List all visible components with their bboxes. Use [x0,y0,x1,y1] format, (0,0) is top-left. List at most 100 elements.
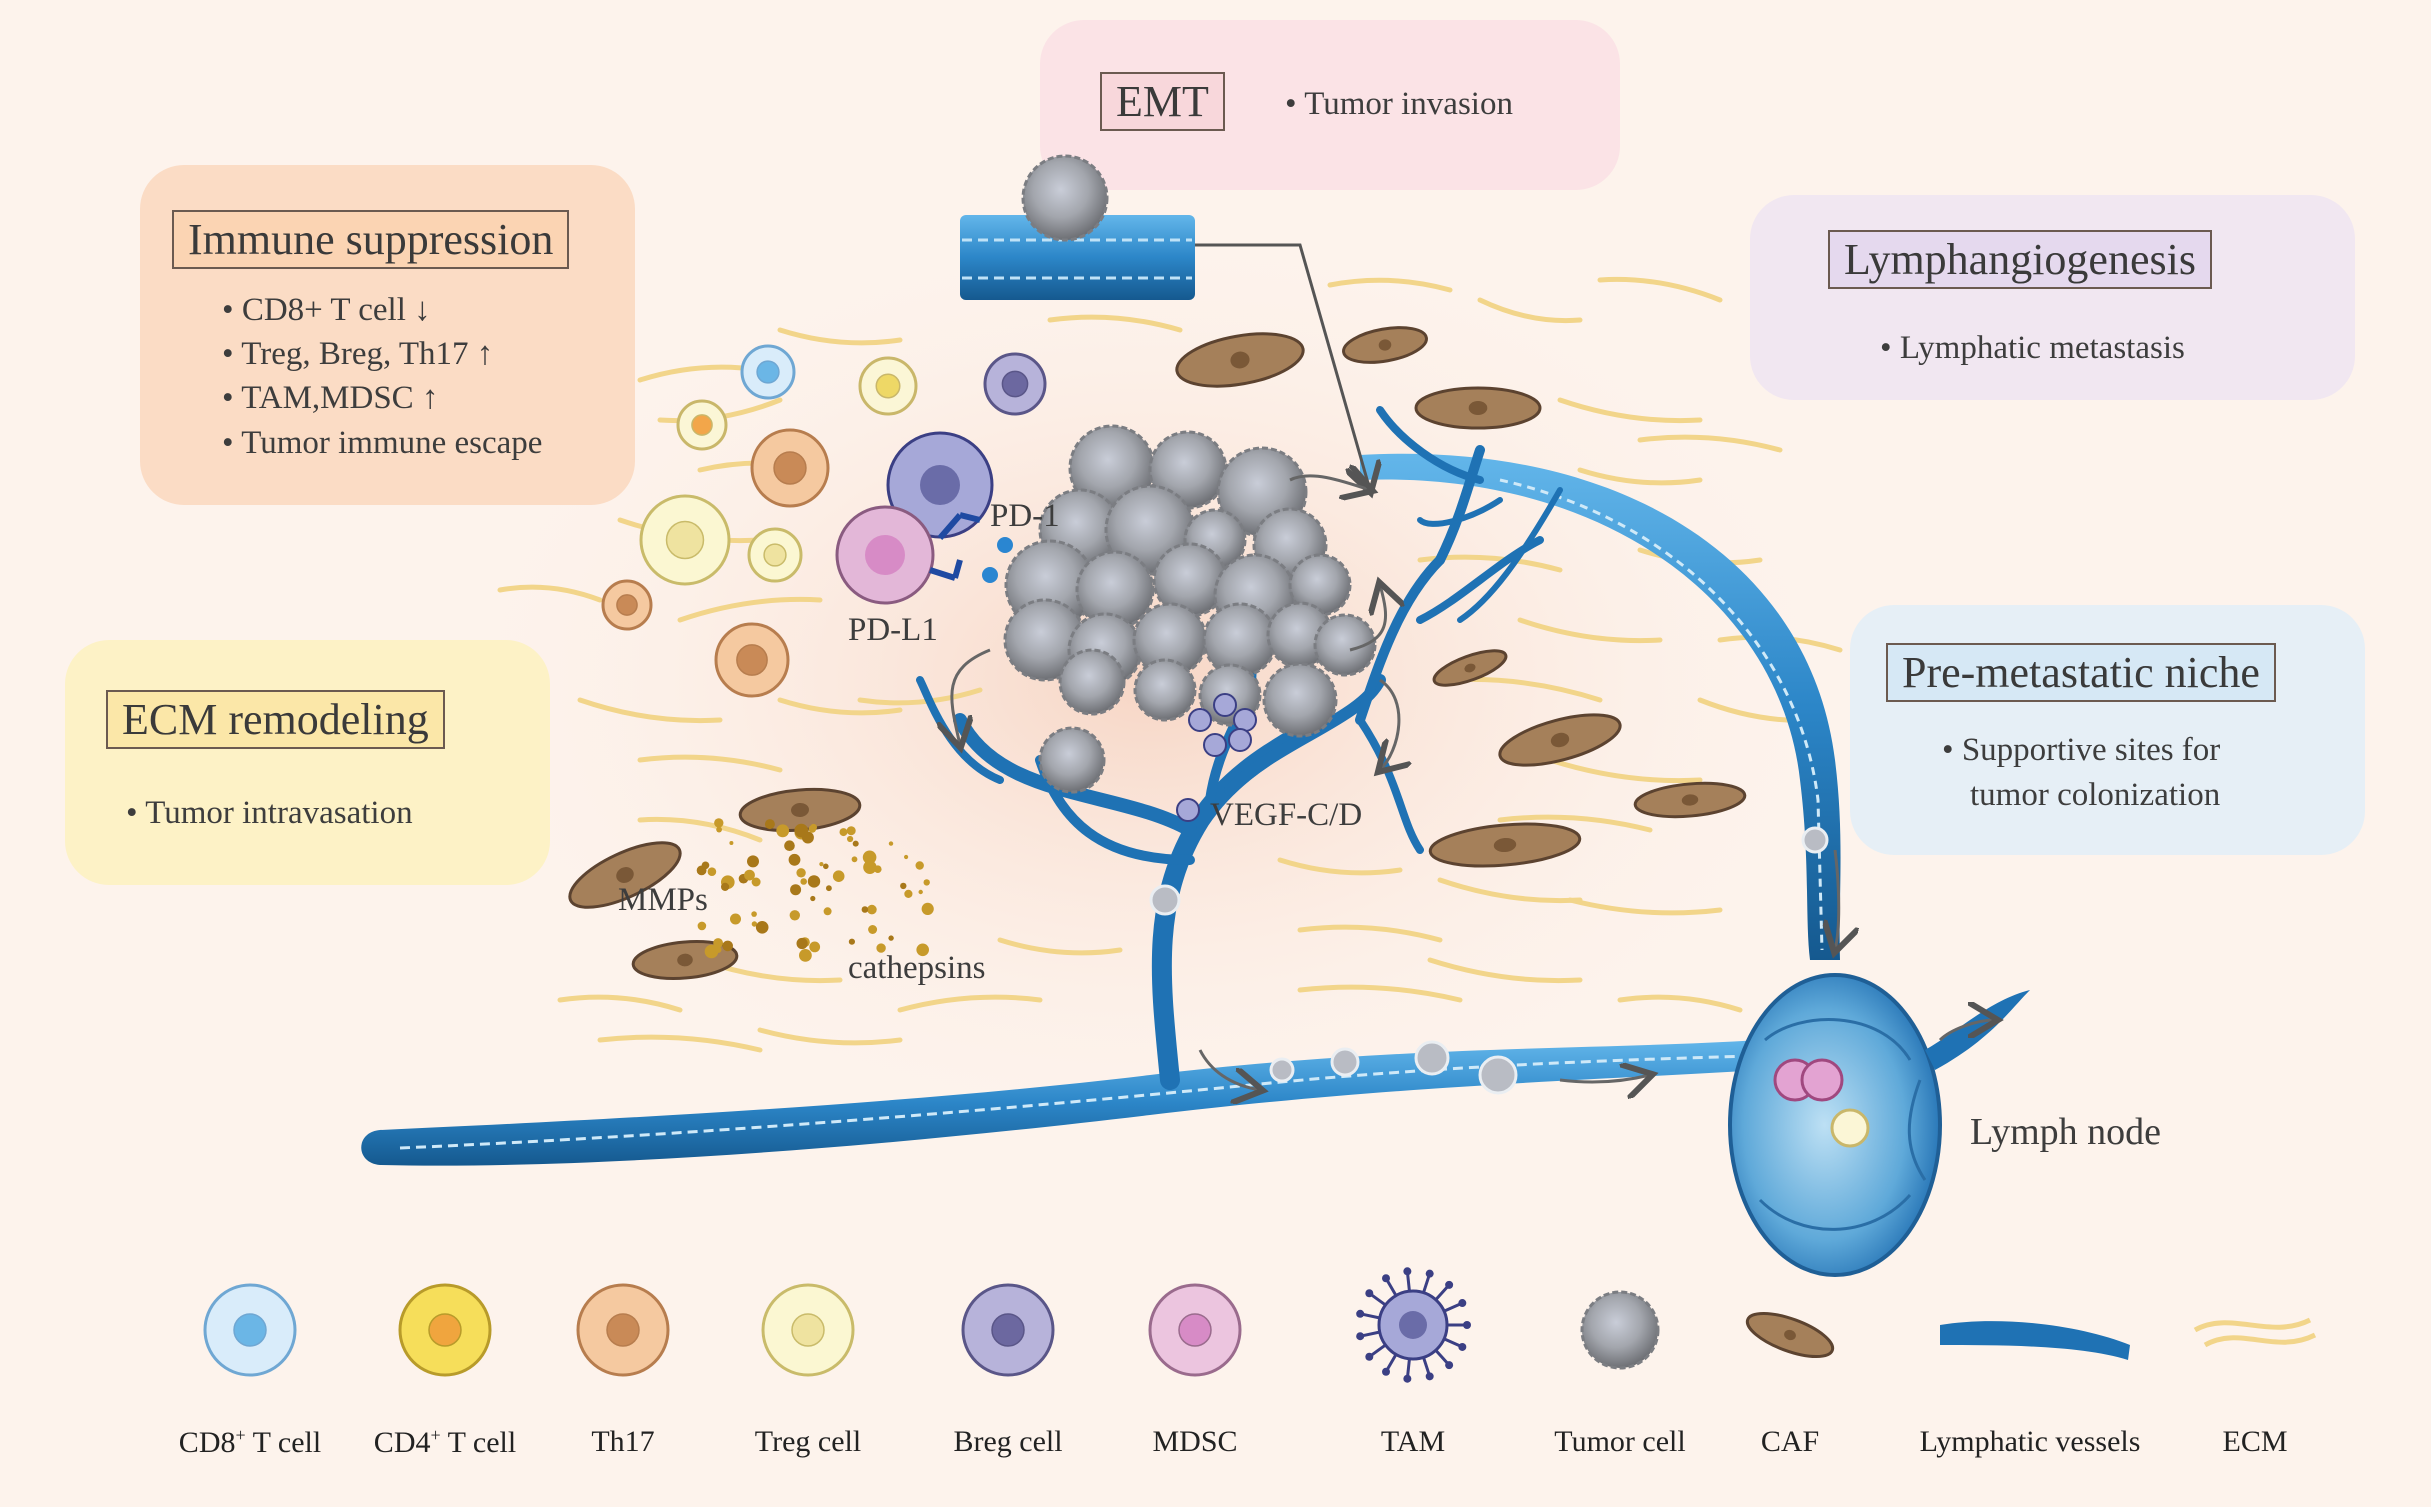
caf-cell [1633,781,1747,819]
mmp-particle [852,840,859,847]
ecm-fibers [497,276,1843,1053]
mmp-particle [809,941,821,953]
mmp-particle [888,841,894,846]
caf-cells [568,326,1747,980]
ecm-fiber [1297,984,1463,1003]
tam-small [1188,708,1212,732]
ecm-fiber [1477,297,1583,324]
ecm-fiber [1047,314,1183,333]
niche-bullet-0: • Supportive sites for [1942,732,2221,768]
mmp-particle [715,946,722,953]
tumor-cell [1038,726,1106,794]
treg-cell [747,527,803,583]
caf-cell [1342,326,1428,364]
vegf-label: VEGF-C/D [1210,797,1363,833]
ecm-fiber [777,697,903,716]
mmp-particle [799,949,812,962]
ecm-fiber [757,1027,903,1046]
caf-cell [1414,386,1542,430]
legend-cd8-icon [203,1283,297,1377]
mmp-particle [861,906,869,913]
treg-cell [858,356,918,416]
treg-in-node [1830,1108,1870,1148]
mmp-particle [915,861,924,870]
legend-label: MDSC [1152,1425,1238,1458]
immune-cells [601,344,1047,698]
legend-label: Th17 [591,1425,655,1458]
mmp-particle [721,882,730,892]
ecm-fiber [1637,434,1783,453]
legend-label: CD8+ T cell [178,1425,322,1459]
mmp-particle [904,854,909,860]
mmp-particle [751,921,758,927]
mmp-particle [819,862,824,867]
tam-cell [886,431,994,539]
ecm-fiber [1547,757,1703,784]
ecm-fiber [1297,924,1443,943]
mmp-particle [722,940,733,952]
legend-label: Tumor cell [1554,1425,1686,1458]
cd4-t-cell [676,399,728,451]
niche-title: Pre-metastatic niche [1886,643,2276,702]
mmp-particle [729,841,734,845]
mmp-particle [916,943,929,957]
emt-panel [1040,20,1620,190]
tumor-cell [1313,613,1377,677]
ecm-fiber [637,816,763,843]
ecm-fiber [557,994,683,1013]
th17-cell [750,428,830,508]
lymph-title: Lymphangiogenesis [1828,230,2212,289]
ecm-fiber [1427,957,1583,984]
mmps-label: MMPs [618,882,708,918]
mmp-particle [918,889,923,895]
treg-cell [639,494,731,586]
mdsc-in-node [1800,1058,1844,1102]
mmp-particle [796,868,806,878]
mmp-particle [794,823,809,838]
emt-bullet-0: • Tumor invasion [1285,86,1513,122]
ecm-fiber [997,937,1123,956]
pd1-label: PD-1 [990,498,1060,534]
mmp-particle [747,855,759,868]
circulating-tumor-cell [1330,1047,1360,1077]
lymph-bullet-0: • Lymphatic metastasis [1880,330,2185,366]
circulating-tumor-cell [1478,1055,1518,1095]
ecm-fiber [1517,617,1663,644]
lymph-node-label: Lymph node [1970,1111,2162,1153]
ecm-bullet-0: • Tumor intravasation [126,795,413,831]
mmp-particle [847,835,854,843]
pd1-receptors [929,512,1013,583]
legend-label: CD4+ T cell [373,1425,517,1459]
mmp-particle [868,925,878,934]
legend-th17-icon [576,1283,670,1377]
ecm-fiber [857,687,983,706]
mmp-particle [848,938,856,945]
ecm-fiber [497,584,603,603]
immune-bullet-1: • Treg, Breg, Th17 ↑ [222,336,494,372]
legend-label: TAM [1380,1425,1446,1458]
collecting-vessel [1360,453,1841,960]
ecm-fiber [1277,857,1403,876]
legend-label: Lymphatic vessels [1919,1425,2141,1458]
mmp-particle [751,911,757,917]
legend-label: Treg cell [754,1425,862,1458]
mmp-particle [788,853,801,866]
mmp-particle [925,909,931,915]
circulating-tumor-cell [1801,826,1829,854]
mmp-particle [862,850,877,865]
caf-cell [1175,332,1305,388]
legend-caf-icon [1745,1311,1835,1359]
tumor-cell-invading [1021,154,1109,242]
mmp-particle [832,870,845,882]
legend-label: CAF [1760,1425,1820,1458]
caf-cell [1498,713,1622,767]
legend-cd4-icon [398,1283,492,1377]
ecm-fiber [897,994,1043,1013]
circulating-tumor-cell [1149,884,1181,916]
mmp-particle [810,895,816,902]
blood-vessel [960,215,1195,300]
ecm-fiber [1497,814,1653,833]
tam-small [1213,693,1237,717]
mmp-particle [784,840,795,851]
